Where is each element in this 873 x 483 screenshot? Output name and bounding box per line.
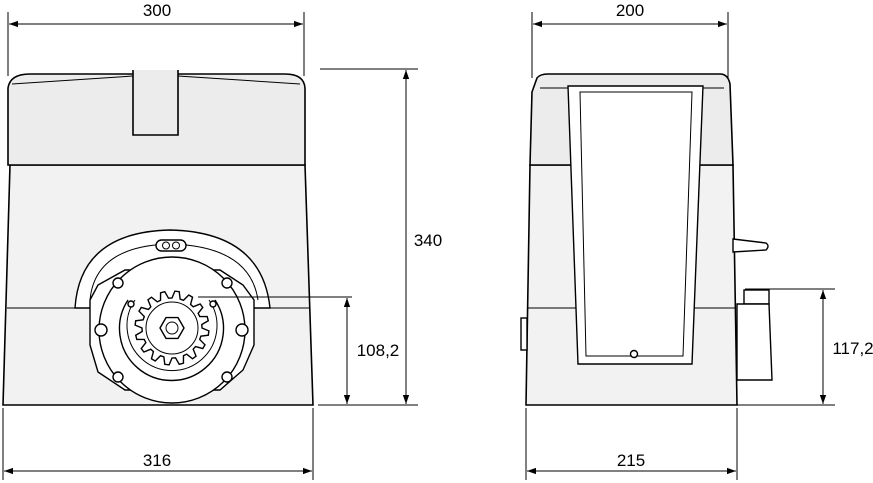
dimension-labels: 300 340 108,2 316 200 117,2 215	[138, 1, 873, 470]
screw-icon	[112, 277, 124, 289]
terminal-box	[736, 303, 773, 381]
screw-icon	[221, 277, 233, 289]
label-front-gear-height: 108,2	[357, 341, 400, 360]
label-side-top-width: 200	[616, 1, 644, 20]
label-bg	[138, 2, 176, 20]
label-side-height: 117,2	[832, 339, 873, 358]
release-slot-screw-1	[162, 241, 170, 250]
label-front-top-width: 300	[143, 1, 171, 20]
screw-icon	[235, 323, 249, 337]
label-front-height: 340	[414, 231, 442, 250]
flange-screws	[94, 277, 249, 383]
gear-nut	[159, 316, 185, 340]
label-front-base-width: 316	[143, 451, 171, 470]
gear-guard	[118, 299, 225, 382]
screw-icon	[127, 300, 135, 308]
release-slot-screw-2	[172, 241, 180, 250]
side-left-bump	[520, 317, 528, 351]
panel-screw-icon	[629, 349, 639, 359]
dimension-lines	[2, 12, 827, 480]
side-view	[520, 73, 835, 406]
side-front-panel	[567, 85, 704, 365]
front-cover-ridge	[11, 75, 301, 85]
front-cover-notch	[132, 70, 179, 136]
side-front-panel-inner	[579, 91, 693, 357]
front-view	[2, 70, 352, 406]
mounting-rod	[732, 238, 769, 253]
pinion-gear-icon	[134, 290, 210, 366]
screw-icon	[112, 371, 124, 383]
label-side-base-width: 215	[617, 451, 645, 470]
gear-shaft	[165, 321, 179, 335]
gear-guard-inner	[126, 299, 218, 372]
screw-icon	[94, 323, 108, 337]
release-slot	[155, 239, 187, 252]
terminal-cap	[743, 289, 770, 305]
gear-hub	[145, 301, 199, 355]
screw-icon	[221, 371, 233, 383]
screw-icon	[209, 300, 217, 308]
